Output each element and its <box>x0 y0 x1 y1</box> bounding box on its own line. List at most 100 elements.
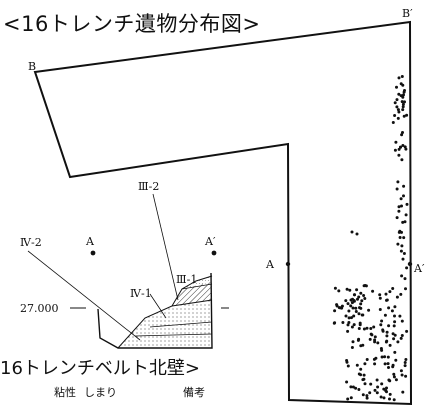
artifact-dot <box>333 286 337 290</box>
artifact-dot <box>401 105 405 109</box>
section-point-a-prime <box>211 250 217 256</box>
layer-boundary <box>181 283 213 290</box>
artifact-dot <box>373 335 377 339</box>
legend-row: 粘性しまり備考 <box>54 384 213 400</box>
artifact-dot <box>403 277 407 281</box>
artifact-dot <box>363 362 367 366</box>
artifact-dot <box>349 385 353 389</box>
artifact-dot <box>385 334 389 338</box>
artifact-dot <box>402 252 406 255</box>
artifact-dot <box>371 289 375 293</box>
artifact-dot <box>356 297 359 301</box>
artifact-dot <box>365 326 369 330</box>
artifact-dot <box>337 289 341 293</box>
artifact-dot <box>382 396 386 400</box>
artifact-dot <box>403 361 407 364</box>
artifact-dot <box>392 337 396 341</box>
artifact-dot <box>359 302 363 306</box>
artifact-dot <box>341 321 345 324</box>
artifact-dot <box>392 372 396 376</box>
artifact-dot <box>396 242 400 246</box>
artifact-dot <box>396 108 400 112</box>
artifact-dot <box>337 306 341 310</box>
artifact-dot <box>346 329 350 333</box>
artifact-dot <box>397 92 401 96</box>
artifact-dot <box>404 147 408 151</box>
artifact-dot <box>399 249 403 253</box>
artifact-dot <box>404 358 408 361</box>
artifact-dot <box>395 187 399 191</box>
artifact-dot <box>345 360 349 364</box>
artifact-dot <box>333 309 337 313</box>
artifact-dot <box>385 386 388 390</box>
artifact-dot <box>399 145 402 149</box>
layer-boundary <box>134 333 213 337</box>
artifact-dot <box>368 391 372 395</box>
artifact-dot <box>357 295 361 299</box>
artifact-dot <box>396 116 400 120</box>
artifact-dot <box>365 396 369 400</box>
artifact-dot <box>393 320 397 324</box>
artifact-dot <box>385 330 389 334</box>
artifact-dot <box>392 324 396 328</box>
artifact-dot <box>399 336 403 340</box>
artifact-dot <box>391 332 395 336</box>
point-label-a-prime: A′ <box>413 262 425 275</box>
artifact-dot <box>398 236 402 239</box>
artifact-dot <box>400 204 403 208</box>
artifact-dot <box>351 340 355 344</box>
legend-compaction: しまり <box>84 386 117 399</box>
artifact-dot <box>378 293 382 297</box>
artifact-dot <box>383 355 387 359</box>
artifact-dot <box>380 348 384 352</box>
artifact-dot <box>382 387 386 391</box>
artifact-dot <box>385 390 388 394</box>
artifact-dot <box>357 372 361 376</box>
layer-label-iv-2: Ⅳ-2 <box>20 236 42 249</box>
artifact-dot <box>360 299 364 303</box>
artifact-dot <box>403 100 406 104</box>
artifact-dot <box>402 236 406 240</box>
artifact-dot <box>401 108 405 112</box>
artifact-dot <box>386 362 390 366</box>
artifact-dot <box>345 380 349 384</box>
artifact-dot <box>360 313 364 317</box>
artifact-dot <box>394 140 398 144</box>
artifact-dot <box>396 340 400 344</box>
artifact-dot <box>359 367 363 371</box>
artifact-dot <box>380 319 384 323</box>
artifact-dot <box>401 220 405 224</box>
artifact-dot <box>356 338 360 342</box>
artifact-dot <box>345 287 349 291</box>
artifact-dot <box>400 100 404 104</box>
artifact-dot <box>357 312 361 316</box>
elevation-label: 27.000 <box>20 302 59 315</box>
artifact-dot <box>354 306 358 310</box>
artifact-dot <box>388 379 392 383</box>
artifact-dot <box>393 305 397 309</box>
artifact-dot <box>401 390 405 394</box>
artifact-dot <box>350 230 354 234</box>
artifact-dot <box>365 394 369 398</box>
artifact-dot <box>400 244 404 248</box>
artifact-dot <box>365 358 369 361</box>
artifact-dot <box>401 144 405 147</box>
artifact-dot <box>383 313 387 317</box>
point-marker-a <box>285 261 291 267</box>
artifact-dot <box>400 373 404 377</box>
artifact-dot <box>352 299 356 303</box>
artifact-dot <box>404 213 408 217</box>
artifact-dot <box>391 363 395 367</box>
artifact-dot <box>373 340 377 344</box>
artifact-dot <box>391 121 395 124</box>
layer-iii-1-fill <box>172 282 212 306</box>
artifact-dot <box>357 327 361 330</box>
artifact-dot <box>399 292 403 296</box>
artifact-dot <box>354 310 358 313</box>
artifact-dot <box>346 302 350 306</box>
layer-label-iii-2: Ⅲ-2 <box>138 180 159 193</box>
artifact-dot <box>397 230 401 234</box>
artifact-dot <box>387 306 391 310</box>
artifact-dot <box>392 375 396 379</box>
artifact-dot <box>387 366 390 369</box>
